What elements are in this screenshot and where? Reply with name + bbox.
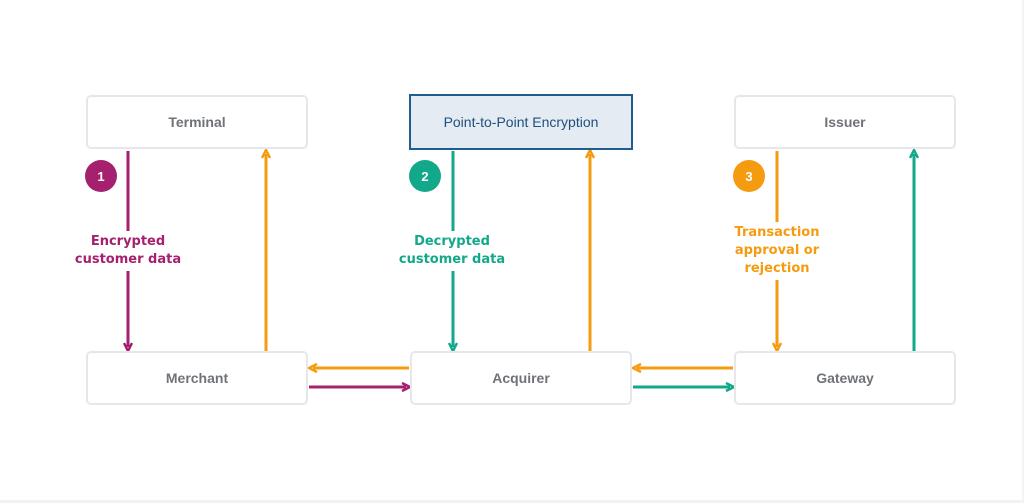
- step-3-badge: 3: [733, 160, 765, 192]
- step-1-badge: 1: [85, 160, 117, 192]
- node-gateway: Gateway: [734, 351, 956, 405]
- node-merchant-label: Merchant: [165, 370, 229, 386]
- node-terminal-label: Terminal: [168, 114, 226, 130]
- node-p2pe-label: Point-to-Point Encryption: [443, 114, 599, 130]
- step-3-label-line-1: Transaction: [734, 225, 820, 240]
- step-2-number: 2: [421, 168, 429, 184]
- node-acquirer-label: Acquirer: [492, 370, 550, 386]
- step-3-number: 3: [745, 168, 753, 184]
- step-2-label-line-1: Decrypted: [414, 234, 490, 249]
- step-1-label: Encrypted customer data: [68, 231, 188, 271]
- step-1-label-line-2: customer data: [74, 252, 182, 267]
- step-3-label: Transaction approval or rejection: [717, 222, 837, 280]
- step-2-label-line-2: customer data: [398, 252, 506, 267]
- step-2-label: Decrypted customer data: [392, 231, 512, 271]
- step-2-badge: 2: [409, 160, 441, 192]
- node-p2pe: Point-to-Point Encryption: [409, 94, 633, 150]
- step-3-label-line-2: approval or: [734, 243, 820, 258]
- step-1-label-line-1: Encrypted: [90, 234, 166, 249]
- step-1-number: 1: [97, 168, 105, 184]
- step-3-label-line-3: rejection: [744, 261, 810, 276]
- node-acquirer: Acquirer: [410, 351, 632, 405]
- node-terminal: Terminal: [86, 95, 308, 149]
- node-issuer: Issuer: [734, 95, 956, 149]
- node-merchant: Merchant: [86, 351, 308, 405]
- node-issuer-label: Issuer: [824, 114, 866, 130]
- node-gateway-label: Gateway: [816, 370, 874, 386]
